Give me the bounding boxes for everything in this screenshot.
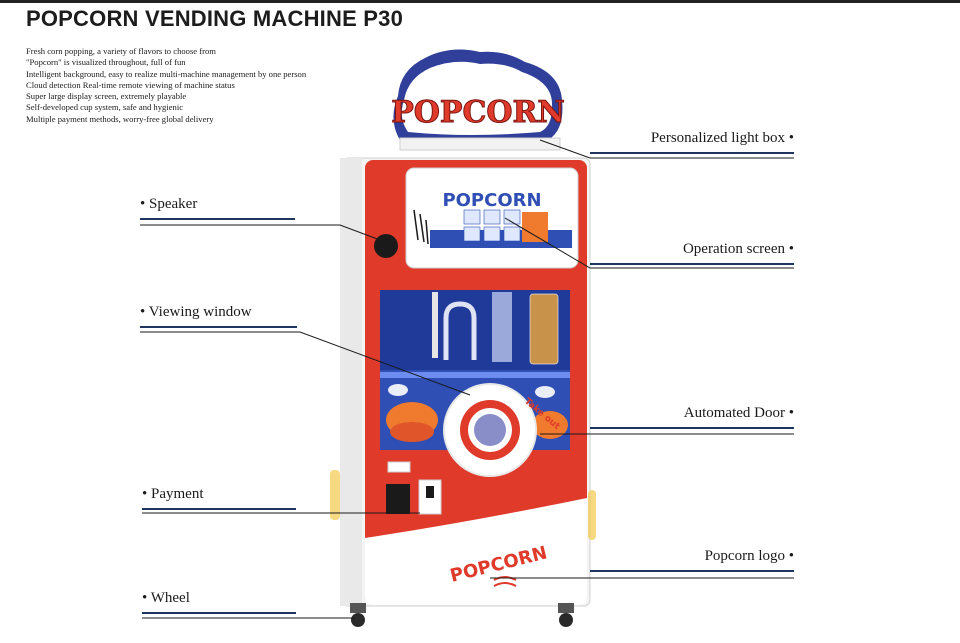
callout-viewing-window: • Viewing window <box>140 304 297 328</box>
callout-rule <box>142 508 296 510</box>
feature-list: Fresh corn popping, a variety of flavors… <box>26 46 306 125</box>
callout-label: Popcorn logo • <box>704 548 794 564</box>
callout-label: • Speaker <box>140 196 198 212</box>
callout-rule <box>142 612 296 614</box>
callout-operation-screen: Operation screen • <box>590 241 794 265</box>
callout-rule <box>140 326 297 328</box>
feature-item: Multiple payment methods, worry-free glo… <box>26 113 214 124</box>
callout-payment: • Payment <box>142 486 296 510</box>
feature-item: Self-developed cup system, safe and hygi… <box>26 102 184 113</box>
callout-rule <box>140 218 295 220</box>
callout-label: Automated Door • <box>683 405 794 421</box>
automated-door: Take out <box>443 383 562 477</box>
callout-label: • Payment <box>142 486 204 502</box>
top-border <box>0 0 960 3</box>
callout-speaker: • Speaker <box>140 196 295 220</box>
callout-label: Operation screen • <box>682 241 794 257</box>
callout-rule <box>590 263 794 265</box>
callout-wheel: • Wheel <box>142 590 296 614</box>
operation-screen: POPCORN <box>405 167 579 269</box>
leader-lines <box>140 139 794 619</box>
callout-rule <box>590 152 794 154</box>
feature-item: "Popcorn" is visualized throughout, full… <box>26 57 186 68</box>
callout-automated-door: Automated Door • <box>590 405 794 429</box>
callout-personalized-light-box: Personalized light box • <box>590 130 794 154</box>
page-title: POPCORN VENDING MACHINE P30 <box>26 6 404 31</box>
callout-label: • Viewing window <box>140 304 252 320</box>
payment-panel <box>386 461 442 515</box>
speaker-grille <box>374 234 398 258</box>
light-box-text: POPCORN <box>391 95 565 130</box>
callout-rule <box>590 427 794 429</box>
screen-menu-tiles <box>463 209 548 242</box>
feature-item: Cloud detection Real-time remote viewing… <box>26 79 235 90</box>
callout-popcorn-logo: Popcorn logo • <box>590 548 794 572</box>
feature-item: Fresh corn popping, a variety of flavors… <box>26 46 216 56</box>
callout-label: • Wheel <box>142 590 190 606</box>
feature-item: Super large display screen, extremely pl… <box>26 91 187 102</box>
wheel <box>350 603 574 627</box>
feature-item: Intelligent background, easy to realize … <box>26 68 307 79</box>
callout-rule <box>590 570 794 572</box>
screen-logo-text: POPCORN <box>442 190 541 211</box>
callout-label: Personalized light box • <box>650 130 794 146</box>
light-box: POPCORN <box>391 49 565 151</box>
